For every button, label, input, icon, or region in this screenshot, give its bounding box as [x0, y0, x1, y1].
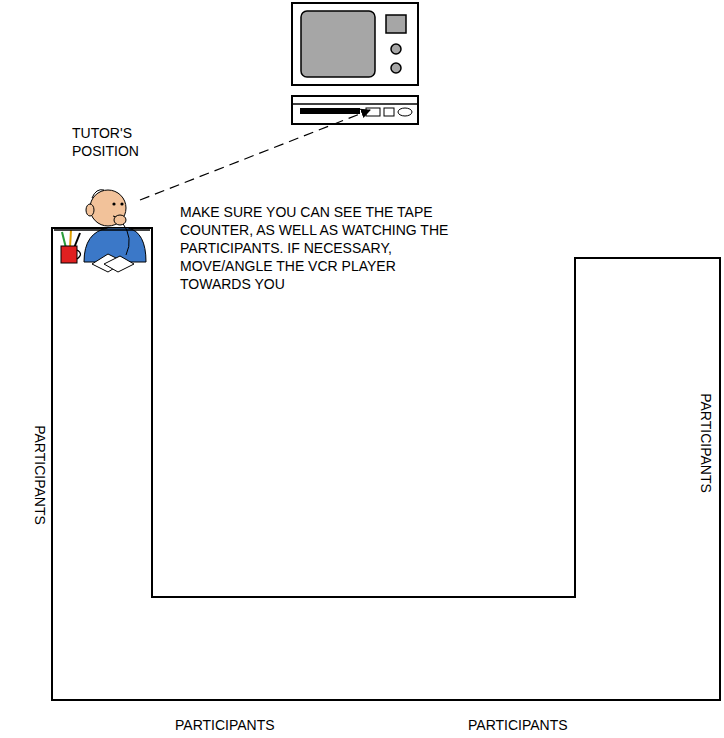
participants-label: PARTICIPANTS [31, 425, 49, 525]
participants-label: PARTICIPANTS [175, 716, 275, 734]
instruction-note: MAKE SURE YOU CAN SEE THE TAPE COUNTER, … [180, 203, 470, 293]
u-table [52, 228, 720, 700]
tutor-figure [84, 190, 146, 262]
sight-line [140, 110, 370, 200]
pencil-mug [61, 230, 81, 263]
vcr-player [292, 96, 418, 124]
tv-monitor [292, 3, 418, 85]
participants-label: PARTICIPANTS [468, 716, 568, 734]
position-label: TUTOR'S POSITION [72, 124, 154, 160]
participants-label: PARTICIPANTS [697, 393, 715, 493]
papers [54, 230, 150, 272]
